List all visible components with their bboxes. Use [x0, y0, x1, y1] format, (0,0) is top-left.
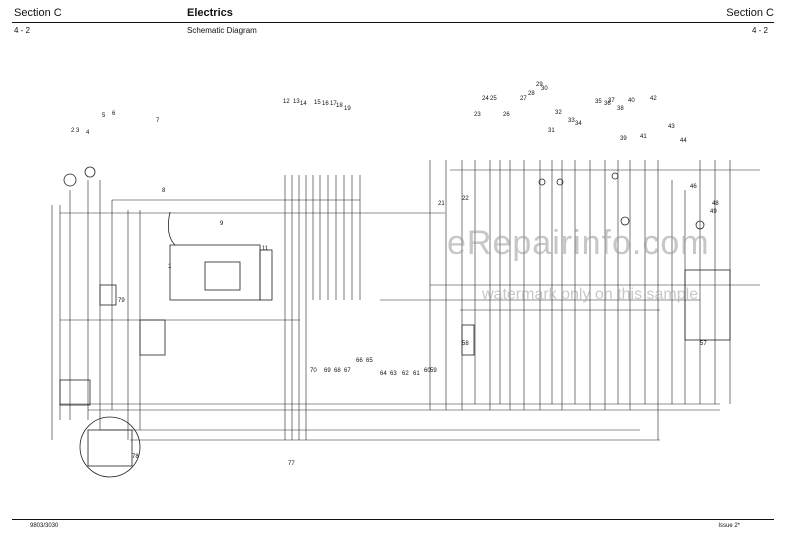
- section-label-left: Section C: [14, 7, 62, 19]
- starter-switch: [59, 379, 91, 406]
- callout: 57: [700, 341, 707, 347]
- page-number-right: 4 - 2: [751, 26, 768, 35]
- ecu-terminal-block: [259, 249, 273, 301]
- callout: 27: [520, 96, 527, 102]
- callout: 48: [712, 201, 719, 207]
- callout: 9: [220, 221, 224, 227]
- callout: 30: [541, 86, 548, 92]
- callout: 59: [430, 368, 437, 374]
- lamp-symbol: [538, 178, 546, 186]
- callout: 35: [595, 99, 602, 105]
- harness-loop: [167, 211, 176, 246]
- callout: 31: [548, 128, 555, 134]
- callout: 29: [536, 82, 543, 88]
- callout: 7: [156, 118, 160, 124]
- callout: 68: [334, 368, 341, 374]
- callout: 19: [344, 106, 351, 112]
- callout: 21: [438, 201, 445, 207]
- callout: 65: [366, 358, 373, 364]
- relay-block: [139, 319, 166, 356]
- callout: 11: [262, 246, 269, 252]
- callout: 22: [462, 196, 469, 202]
- callout: 26: [503, 112, 510, 118]
- connector-detail: [87, 429, 133, 467]
- display-module: [684, 269, 731, 341]
- watermark-main: eRepairinfo.com: [447, 224, 710, 262]
- callout: 41: [640, 134, 647, 140]
- callout: 24: [482, 96, 489, 102]
- callout: 44: [680, 138, 687, 144]
- callout: 46: [690, 184, 697, 190]
- callout: 4: [86, 130, 90, 136]
- relay-coil: [695, 220, 705, 230]
- battery-symbol: [63, 173, 77, 187]
- callout: 33: [568, 118, 575, 124]
- callout: 66: [356, 358, 363, 364]
- callout: 25: [490, 96, 497, 102]
- callout: 67: [344, 368, 351, 374]
- callout: 13: [293, 99, 300, 105]
- callout: 61: [413, 371, 420, 377]
- callout: 32: [555, 110, 562, 116]
- callout: 62: [402, 371, 409, 377]
- issue-label: Issue 2*: [718, 523, 740, 529]
- diode-pack: [461, 324, 475, 356]
- alternator-symbol: [84, 166, 96, 178]
- callout: 39: [620, 136, 627, 142]
- connector-detail-ring: [79, 416, 141, 478]
- footer-rule: [12, 519, 774, 520]
- callout: 60: [424, 368, 431, 374]
- callout: 16: [322, 101, 329, 107]
- callout: 58: [462, 341, 469, 347]
- watermark-sub: watermark only on this sample: [482, 286, 699, 303]
- callout: 8: [162, 188, 166, 194]
- callout: 1: [168, 264, 172, 270]
- page-number-left: 4 - 2: [14, 26, 31, 35]
- callout: 42: [650, 96, 657, 102]
- callout: 28: [528, 91, 535, 97]
- lamp-symbol: [556, 178, 564, 186]
- ecu-connector: [204, 261, 241, 291]
- callout-numbers: 2 3 4 5 6 7 8 9 11 12 13 14 15 16 17 18 …: [71, 82, 719, 467]
- lamp-symbol: [611, 172, 619, 180]
- callout: 63: [390, 371, 397, 377]
- fuse-block: [99, 284, 117, 306]
- document-number: 9803/3030: [30, 523, 59, 529]
- callout: 43: [668, 124, 675, 130]
- callout: 78: [132, 454, 139, 460]
- callout: 79: [118, 298, 125, 304]
- callout: 3: [76, 128, 80, 134]
- callout: 2: [71, 128, 75, 134]
- ecu-module: [169, 244, 261, 301]
- components: [59, 166, 731, 478]
- relay-coil: [620, 216, 630, 226]
- callout: 34: [575, 121, 582, 127]
- callout: 17: [330, 101, 337, 107]
- callout: 23: [474, 112, 481, 118]
- header-rule: [12, 22, 774, 23]
- callout: 12: [283, 99, 290, 105]
- callout: 6: [112, 111, 116, 117]
- callout: 37: [608, 98, 615, 104]
- callout: 15: [314, 100, 321, 106]
- page-title: Electrics: [187, 7, 233, 19]
- callout: 38: [617, 106, 624, 112]
- callout: 77: [288, 461, 295, 467]
- callout: 49: [710, 209, 717, 215]
- page-subtitle: Schematic Diagram: [187, 26, 257, 35]
- callout: 14: [300, 101, 307, 107]
- callout: 5: [102, 113, 106, 119]
- callout: 18: [336, 103, 343, 109]
- callout: 70: [310, 368, 317, 374]
- callout: 40: [628, 98, 635, 104]
- section-label-right: Section C: [726, 7, 774, 19]
- callout: 69: [324, 368, 331, 374]
- callout: 36: [604, 101, 611, 107]
- callout: 64: [380, 371, 387, 377]
